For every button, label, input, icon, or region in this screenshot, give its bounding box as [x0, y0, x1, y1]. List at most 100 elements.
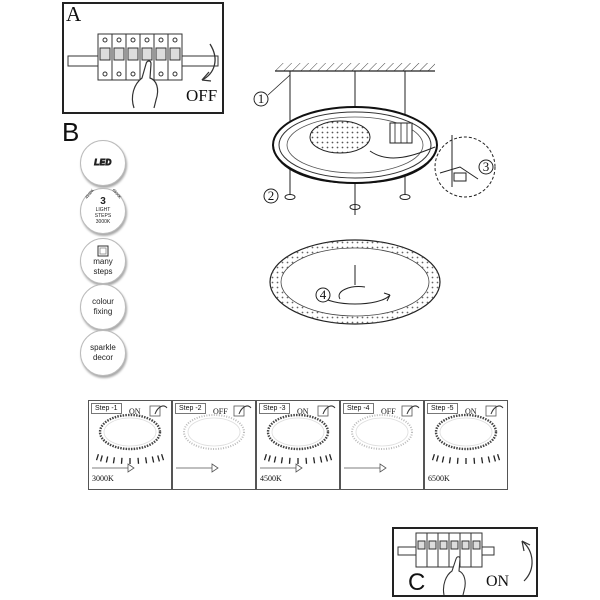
step-1-label: Step -1 [91, 403, 122, 414]
sparkle-decor-badge: sparkle decor [80, 330, 126, 376]
light-ray [144, 457, 148, 464]
callout-2: 2 [263, 188, 279, 204]
sequence-arrowhead-3 [295, 463, 303, 473]
lamp-ring-3 [266, 413, 330, 451]
sparkle-decor-line1: sparkle [90, 343, 116, 352]
led-badge-text: LED [94, 158, 112, 168]
step-4-label: Step -4 [343, 403, 374, 414]
step-2-state: OFF [213, 407, 228, 416]
light-ray [325, 455, 329, 462]
light-ray [441, 456, 445, 463]
light-steps-line1: LIGHT [95, 207, 111, 213]
step-5-state: ON [465, 407, 477, 416]
sequence-arrowhead-1 [127, 463, 135, 473]
lamp-inner-3 [271, 417, 325, 447]
colour-fixing-badge: colour fixing [80, 284, 126, 330]
light-ray [157, 455, 161, 462]
step-5-kelvin: 6500K [428, 474, 450, 483]
sequence-arrowhead-4 [379, 463, 387, 473]
lamp-inner-4 [355, 417, 409, 447]
step-2-label: Step -2 [175, 403, 206, 414]
lamp-inner-1 [103, 417, 157, 447]
panel-a-letter: A [66, 2, 82, 26]
panel-c-letter: C [408, 569, 426, 596]
light-ray [319, 456, 323, 463]
hand-icon-1 [154, 405, 168, 415]
colour-fixing-line1: colour [92, 297, 114, 306]
switch-icon-1 [149, 405, 161, 417]
step-sequence: Step -1 ON 3000K Step -2 OFF Step -3 ON … [88, 400, 508, 490]
panel-a-off-label: OFF [186, 86, 218, 105]
lamp-inner-5 [439, 417, 493, 447]
callout-4-label: 4 [320, 287, 327, 302]
light-steps-count: 3 [100, 196, 106, 207]
panel-a: A OFF [62, 2, 224, 114]
callout-2-label: 2 [268, 188, 275, 203]
light-ray [480, 457, 484, 464]
light-ray [493, 455, 497, 462]
step-3-state: ON [297, 407, 309, 416]
callout-1-label: 1 [258, 91, 265, 106]
light-ray [328, 454, 333, 461]
step-3-label: Step -3 [259, 403, 290, 414]
light-ray [312, 457, 316, 464]
square-step-icon [97, 245, 109, 257]
step-1-state: ON [129, 407, 141, 416]
switch-icon-5 [485, 405, 497, 417]
many-steps-line2: steps [93, 267, 113, 276]
light-ray [99, 455, 103, 462]
lamp-ring-1 [98, 413, 162, 451]
breaker-switch-on-illustration [397, 532, 533, 595]
lamp-ring-4 [351, 414, 413, 450]
many-steps-line1: many [93, 257, 113, 266]
panel-c-on-label: ON [486, 573, 510, 590]
led-badge: LED [80, 140, 126, 186]
light-steps-arc-right: 6500K [111, 187, 124, 200]
step-5-label: Step -5 [427, 403, 458, 414]
light-ray [496, 454, 501, 461]
lamp-ring-2 [183, 414, 245, 450]
switch-icon-3 [317, 405, 329, 417]
step-4-state: OFF [381, 407, 396, 416]
light-ray [280, 457, 284, 464]
light-ray [267, 455, 271, 462]
switch-icon-4 [401, 405, 413, 417]
light-steps-badge: 3 LIGHT STEPS 3000K 4500K 6500K [80, 188, 126, 234]
light-ray [105, 456, 109, 463]
lamp-installation-drawing: 1 2 3 [253, 63, 496, 325]
many-steps-badge: many steps [80, 238, 126, 284]
lamp-inner-2 [187, 417, 241, 447]
callout-4: 4 [315, 287, 331, 303]
sequence-arrowhead-2 [211, 463, 219, 473]
light-steps-temp: 3000K [95, 219, 111, 225]
hand-icon-4 [406, 405, 420, 415]
callout-3: 3 [478, 159, 494, 175]
hand-icon-5 [490, 405, 504, 415]
light-ray [151, 456, 155, 463]
callout-1: 1 [253, 74, 291, 107]
panel-c: C ON [392, 527, 538, 597]
light-ray [273, 456, 277, 463]
hand-icon-2 [238, 405, 252, 415]
lamp-ring-5 [434, 413, 498, 451]
light-ray [263, 454, 268, 461]
light-steps-line2: STEPS [94, 213, 112, 219]
callout-3-label: 3 [483, 159, 490, 174]
colour-fixing-line2: fixing [93, 307, 113, 316]
breaker-switch-off-illustration [67, 33, 219, 109]
step-1-kelvin: 3000K [92, 474, 114, 483]
light-ray [431, 454, 436, 461]
light-ray [95, 454, 100, 461]
light-ray [435, 455, 439, 462]
sparkle-decor-line2: decor [92, 353, 113, 362]
light-ray [448, 457, 452, 464]
steps-artwork [92, 405, 504, 473]
hand-icon-3 [322, 405, 336, 415]
light-steps-arc-left: 4500K [83, 187, 96, 200]
panel-b-letter: B [62, 117, 80, 147]
switch-icon-2 [233, 405, 245, 417]
light-ray [112, 457, 116, 464]
light-ray [487, 456, 491, 463]
step-3-kelvin: 4500K [260, 474, 282, 483]
light-ray [160, 454, 165, 461]
